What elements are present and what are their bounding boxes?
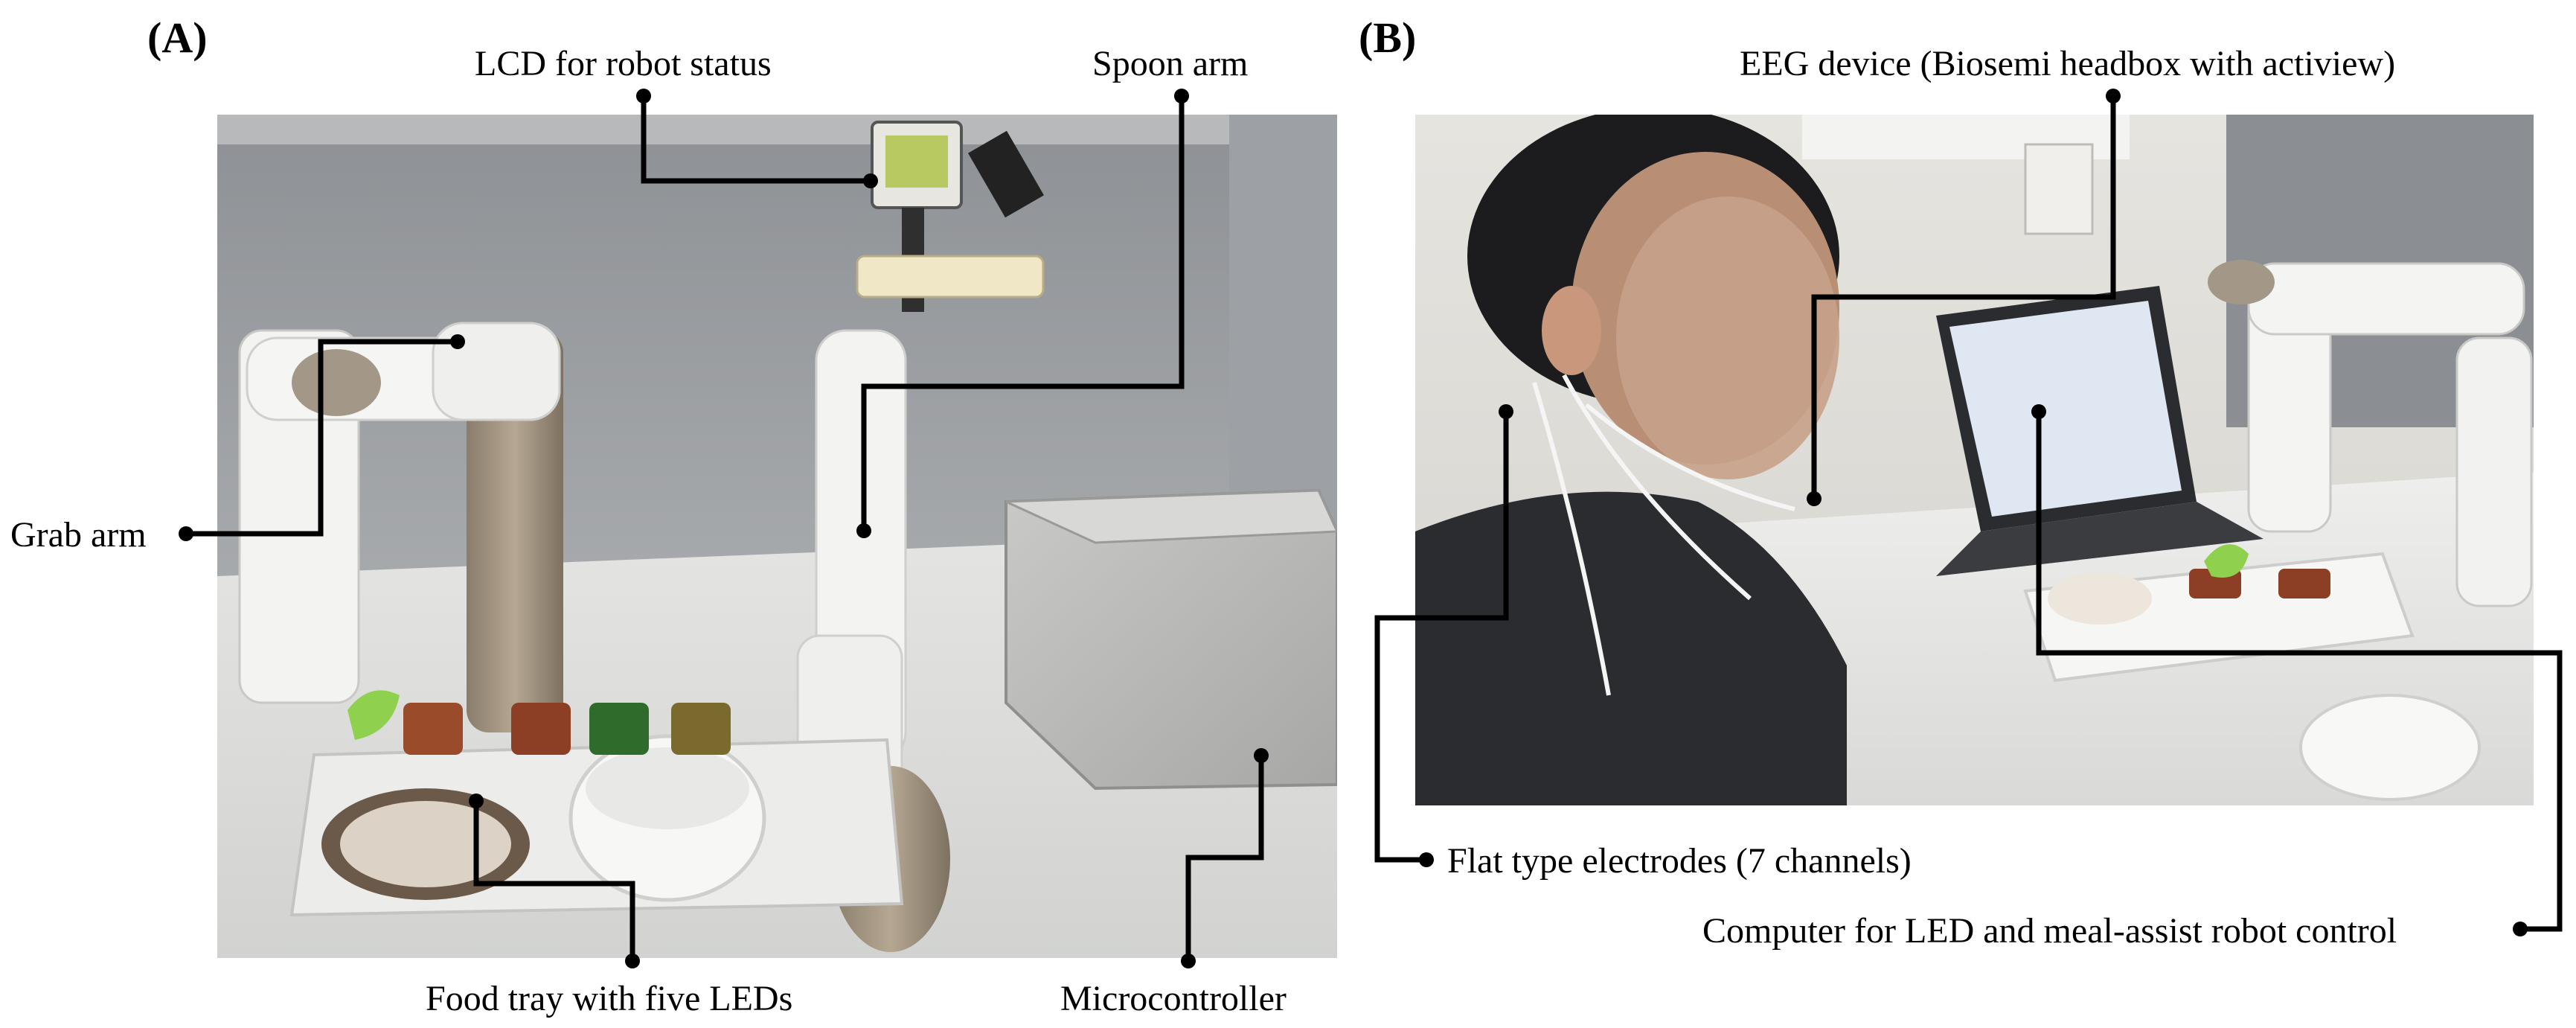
eeg-leader-line [1811,96,2116,499]
electrodes-callout-dot [1419,852,1434,867]
photo-eeg-setup [1415,115,2534,805]
eeg-callout-dot [2106,89,2121,103]
computer-target-dot [2031,404,2046,419]
grab-arm-leader-line [186,339,458,537]
microcontroller-leader-line [1185,756,1264,961]
food-tray-leader-line [473,801,635,961]
spoon-arm-target-dot [856,523,871,538]
food-tray-target-dot [469,794,484,808]
food-tray-label: Food tray with five LEDs [426,979,793,1018]
robot-setup-illustration [217,115,1337,958]
spoon-arm-leader-line [861,96,1185,531]
computer-label: Computer for LED and meal-assist robot c… [1702,911,2397,951]
grab-arm-callout-dot [179,526,193,541]
food-tray-callout-dot [625,954,640,968]
electrodes-target-dot [1499,404,1513,419]
spoon-arm-callout-dot [1174,89,1189,103]
eeg-setup-illustration [1415,115,2534,805]
panel-b-label: (B) [1359,13,1417,62]
grab-arm-target-dot [450,334,465,349]
electrodes-leader-line [1374,412,1509,863]
eeg-device-label: EEG device (Biosemi headbox with activie… [1740,44,2396,83]
lcd-leader-line [641,96,871,184]
photo-robot-setup [217,115,1337,958]
computer-leader-line [2036,412,2563,932]
lcd-callout-dot [636,89,651,103]
eeg-target-dot [1807,491,1822,506]
computer-callout-dot [2513,922,2528,936]
microcontroller-callout-dot [1181,954,1196,968]
grab-arm-label: Grab arm [10,515,147,555]
lcd-label: LCD for robot status [475,44,772,83]
lcd-target-dot [863,173,878,188]
spoon-arm-label: Spoon arm [1092,44,1249,83]
microcontroller-target-dot [1254,748,1269,763]
electrodes-label: Flat type electrodes (7 channels) [1447,841,1912,881]
panel-a-label: (A) [147,13,208,62]
microcontroller-label: Microcontroller [1060,979,1287,1018]
